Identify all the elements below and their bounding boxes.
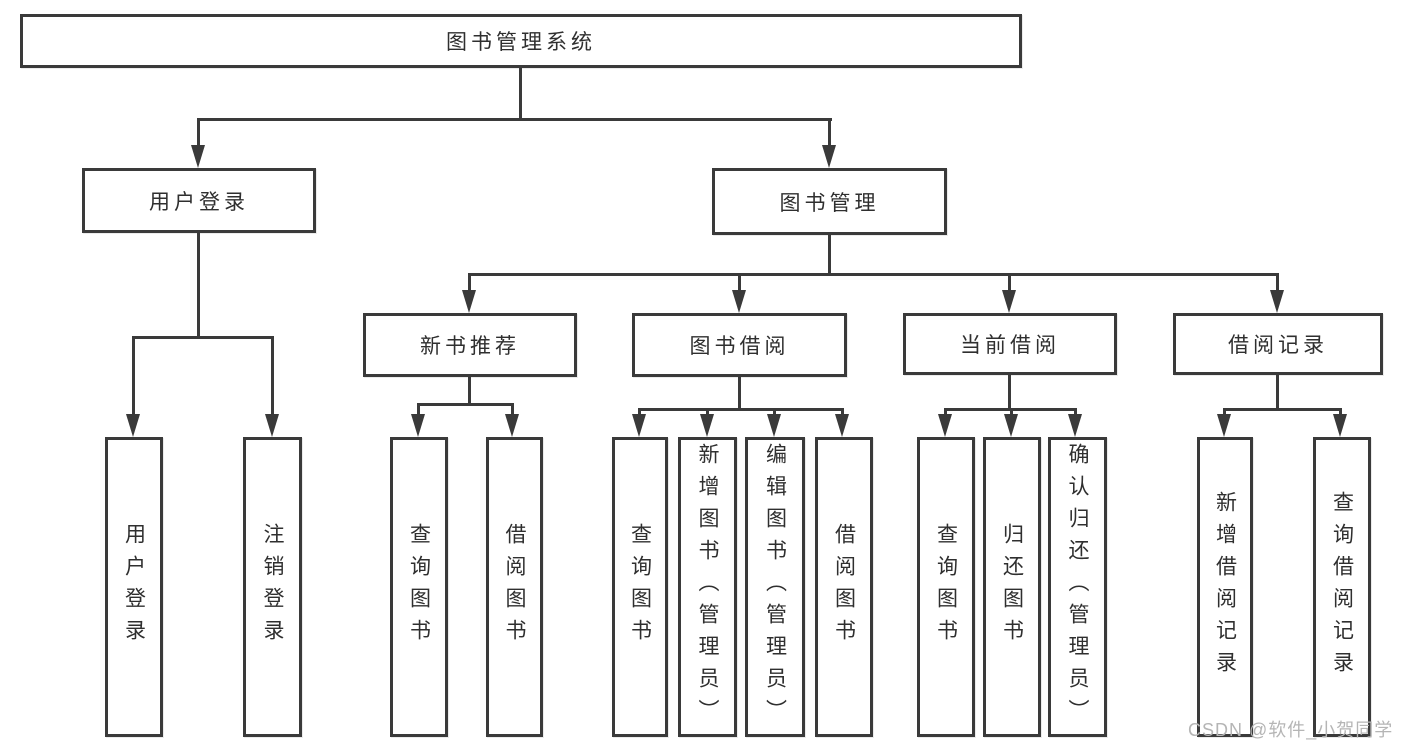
csdn-watermark: CSDN @软件_小贺同学: [1188, 720, 1394, 740]
node-library-management-system: 图书管理系统: [20, 14, 1022, 68]
arrow-down-icon: [938, 414, 952, 437]
node-leaf-borrow-books-recommend: 借阅图书: [486, 437, 543, 737]
connector-vline: [1010, 408, 1013, 417]
node-label: 查询图书: [934, 523, 958, 651]
node-leaf-user-login: 用户登录: [105, 437, 163, 737]
node-label: 查询图书: [628, 523, 652, 651]
connector-vline: [638, 408, 641, 417]
node-label: 新增图书（管理员）: [696, 443, 719, 731]
arrow-down-icon: [835, 414, 849, 437]
node-label: 当前借阅: [960, 334, 1060, 357]
node-current-borrowing: 当前借阅: [903, 313, 1117, 375]
node-leaf-logout: 注销登录: [243, 437, 302, 737]
node-label: 图书管理: [779, 191, 880, 215]
node-label: 归还图书: [1000, 523, 1024, 651]
arrow-down-icon: [411, 414, 425, 437]
arrow-down-icon: [1270, 290, 1284, 313]
connector-vline: [468, 273, 471, 295]
connector-vline: [1339, 408, 1342, 417]
node-label: 查询图书: [407, 523, 431, 651]
node-borrowing-records: 借阅记录: [1173, 313, 1383, 375]
node-leaf-return-books: 归还图书: [983, 437, 1041, 737]
node-leaf-add-borrow-record: 新增借阅记录: [1197, 437, 1253, 737]
node-label: 借阅图书: [832, 523, 856, 651]
node-label: 新书推荐: [420, 335, 520, 358]
node-leaf-query-borrow-record: 查询借阅记录: [1313, 437, 1371, 737]
node-label: 编辑图书（管理员）: [763, 443, 787, 731]
arrow-down-icon: [1217, 414, 1231, 437]
arrow-down-icon: [462, 290, 476, 313]
connector-vline: [132, 336, 135, 418]
connector-vline: [773, 408, 776, 417]
connector-vline: [706, 408, 709, 417]
connector-vline: [828, 118, 831, 150]
arrow-down-icon: [1002, 290, 1016, 313]
connector-vline: [1276, 273, 1279, 295]
node-label: 用户登录: [122, 523, 146, 651]
node-label: 借阅记录: [1228, 334, 1328, 357]
connector-vline: [738, 273, 741, 295]
node-leaf-query-books-current: 查询图书: [917, 437, 975, 737]
connector-vline: [511, 403, 514, 417]
node-label: 新增借阅记录: [1213, 491, 1237, 683]
node-leaf-borrow-books: 借阅图书: [815, 437, 873, 737]
arrow-down-icon: [1004, 414, 1018, 437]
node-leaf-edit-books-admin: 编辑图书（管理员）: [745, 437, 805, 737]
arrow-down-icon: [505, 414, 519, 437]
node-label: 查询借阅记录: [1330, 491, 1354, 683]
node-book-management: 图书管理: [712, 168, 947, 235]
connector-vline: [738, 377, 741, 408]
connector-vline: [519, 68, 522, 118]
arrow-down-icon: [700, 414, 714, 437]
connector-vline: [197, 233, 200, 336]
connector-vline: [1074, 408, 1077, 417]
connector-vline: [417, 403, 420, 417]
arrow-down-icon: [767, 414, 781, 437]
connector-vline: [1223, 408, 1226, 417]
connector-hline: [134, 336, 274, 339]
connector-hline: [470, 273, 1278, 276]
connector-vline: [197, 118, 200, 150]
connector-vline: [468, 377, 471, 403]
connector-vline: [944, 408, 947, 417]
connector-hline: [197, 118, 832, 121]
connector-hline: [1223, 408, 1342, 411]
arrow-down-icon: [265, 414, 279, 437]
arrow-down-icon: [1333, 414, 1347, 437]
arrow-down-icon: [126, 414, 140, 437]
node-leaf-query-books-borrow: 查询图书: [612, 437, 668, 737]
connector-vline: [1276, 375, 1279, 408]
connector-vline: [1008, 273, 1011, 295]
arrow-down-icon: [191, 145, 205, 168]
node-leaf-query-books-recommend: 查询图书: [390, 437, 448, 737]
connector-vline: [1008, 375, 1011, 408]
node-label: 借阅图书: [503, 523, 526, 651]
node-user-login: 用户登录: [82, 168, 316, 233]
connector-vline: [271, 336, 274, 418]
node-label: 注销登录: [261, 523, 284, 651]
arrow-down-icon: [632, 414, 646, 437]
connector-hline: [417, 403, 514, 406]
arrow-down-icon: [1068, 414, 1082, 437]
node-leaf-confirm-return-admin: 确认归还（管理员）: [1048, 437, 1107, 737]
node-leaf-add-books-admin: 新增图书（管理员）: [678, 437, 737, 737]
arrow-down-icon: [822, 145, 836, 168]
node-label: 图书管理系统: [446, 31, 596, 54]
node-label: 图书借阅: [689, 335, 790, 358]
node-label: 确认归还（管理员）: [1066, 443, 1089, 731]
node-book-borrowing: 图书借阅: [632, 313, 847, 377]
node-new-book-recommendation: 新书推荐: [363, 313, 577, 377]
connector-vline: [841, 408, 844, 417]
connector-hline: [638, 408, 844, 411]
arrow-down-icon: [732, 290, 746, 313]
connector-vline: [828, 235, 831, 273]
node-label: 用户登录: [149, 190, 249, 214]
